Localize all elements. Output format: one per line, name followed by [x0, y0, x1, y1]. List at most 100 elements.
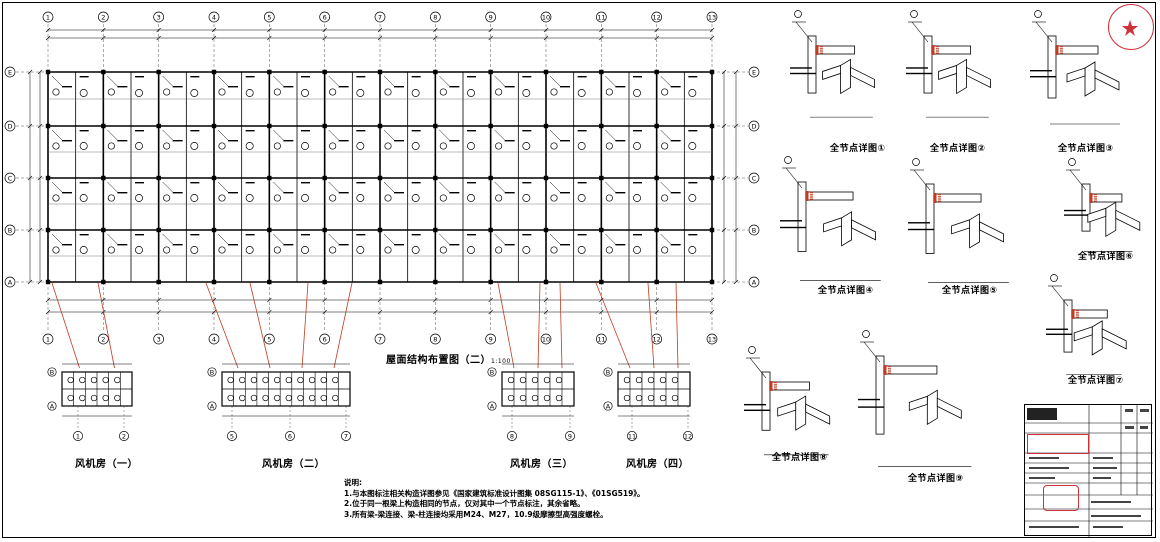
steel-column [709, 175, 715, 181]
dimension-tick [721, 175, 727, 181]
beam-tag [245, 182, 255, 184]
svg-text:C: C [8, 174, 13, 182]
callout-leader [913, 169, 931, 191]
node-marker [52, 142, 60, 150]
section-marker [1034, 10, 1042, 18]
node-marker [227, 394, 234, 402]
dimension-tick [433, 297, 438, 303]
steel-column [101, 123, 106, 129]
node-marker [688, 142, 697, 150]
leader-line [660, 181, 671, 193]
beam-tag [467, 234, 476, 236]
fan-room-leader [537, 282, 541, 369]
svg-text:B: B [752, 226, 756, 234]
axis-bubble-bottom: 1 [42, 333, 54, 345]
dimension-tick [27, 123, 33, 129]
node-marker [79, 246, 88, 254]
steel-column [211, 175, 217, 181]
node-marker [79, 89, 88, 97]
node-marker [329, 88, 337, 96]
axis-bubble-left: B [47, 367, 57, 377]
node-marker [332, 376, 339, 384]
svg-text:13: 13 [708, 13, 716, 21]
bolt [938, 198, 941, 200]
beam-tag [301, 182, 310, 184]
dimension-note [744, 409, 770, 411]
axis-bubble-bottom: 7 [374, 333, 386, 345]
iso-beam [966, 66, 991, 89]
dimension-tick [721, 69, 727, 75]
detail-label-3: 全节点详图③ [1058, 144, 1114, 154]
svg-text:11: 11 [597, 13, 605, 21]
beam-tag [228, 86, 238, 88]
axis-bubble-bottom: 3 [153, 333, 165, 345]
callout-leader [795, 21, 813, 43]
beam-tag [172, 244, 183, 246]
node-marker [671, 394, 679, 402]
beam-tag [504, 86, 515, 88]
node-marker [245, 246, 254, 254]
dimension-tick [101, 27, 106, 33]
node-marker [543, 394, 551, 402]
detail-column [1063, 299, 1073, 353]
detail-label-7: 全节点详图⑦ [1068, 376, 1124, 386]
dimension-tick [654, 35, 659, 41]
detail-column [1081, 183, 1091, 232]
dimension-note [1064, 209, 1086, 212]
leader-line [549, 75, 561, 87]
beam-tag [62, 244, 72, 246]
bolt [810, 198, 813, 200]
node-marker [285, 394, 292, 402]
steel-column [709, 69, 715, 75]
beam-tag [449, 244, 460, 246]
leader-line [273, 181, 284, 193]
beam-tag [228, 192, 238, 194]
node-marker [550, 246, 558, 254]
dimension-tick [156, 297, 161, 303]
dimension-tick [733, 279, 739, 285]
iso-beam [1087, 207, 1107, 223]
steel-column [488, 123, 493, 129]
bolt [888, 366, 891, 368]
leader-line [439, 75, 450, 87]
node-marker [163, 88, 171, 96]
node-marker [531, 394, 539, 402]
svg-text:B: B [490, 368, 494, 376]
beam-tag [245, 234, 255, 236]
detail-label-2: 全节点详图② [930, 144, 986, 154]
steel-column [45, 69, 51, 75]
beam-tag [577, 130, 587, 132]
node-marker [329, 194, 337, 202]
beam-tag [228, 244, 238, 246]
dimension-tick [709, 297, 715, 303]
leader-line [328, 233, 339, 245]
node-marker [633, 89, 641, 97]
notes-heading: 说明: [344, 478, 362, 487]
leader-line [217, 181, 229, 193]
node-marker [273, 142, 281, 150]
steel-column [322, 279, 327, 285]
svg-text:1: 1 [76, 432, 80, 440]
dimension-tick [267, 309, 272, 315]
dimension-tick [101, 35, 106, 41]
node-marker [507, 394, 515, 402]
section-marker [794, 10, 802, 18]
steel-column [488, 227, 493, 233]
beam-tag [577, 182, 587, 184]
dimension-tick [37, 69, 43, 75]
fan-room-leader [647, 282, 655, 369]
axis-bubble-top: 8 [429, 11, 441, 23]
node-marker [135, 142, 143, 150]
node-marker [661, 88, 669, 96]
note-line-3: 3.所有梁-梁连接、梁-柱连接均采用M24、M27，10.9级摩擦型高强度螺栓。 [344, 509, 608, 519]
iso-beam [850, 66, 875, 89]
callout-leader [1069, 169, 1087, 191]
node-marker [633, 246, 641, 254]
node-detail-1 [790, 10, 875, 118]
axis-bubble-top: 2 [97, 11, 109, 23]
axis-bubble-top: 11 [595, 11, 607, 23]
dimension-tick [211, 309, 217, 315]
steel-column [211, 123, 217, 129]
fan-room-leader [675, 282, 679, 369]
beam-tag [190, 76, 200, 78]
